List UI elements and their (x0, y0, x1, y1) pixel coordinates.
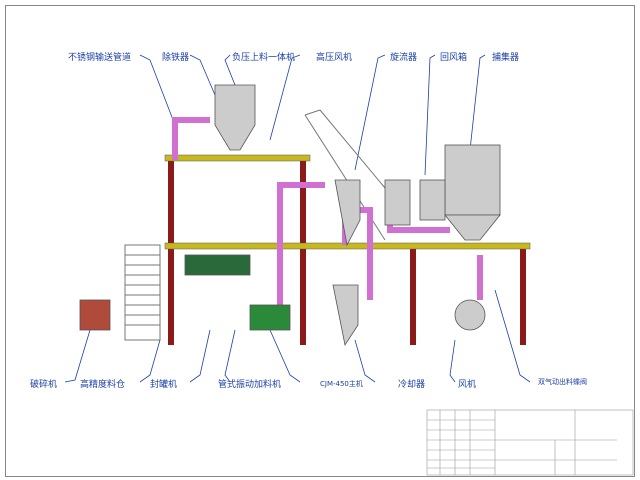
label-collector: 捕集器 (492, 53, 520, 63)
label-high-pressure-fan: 高压风机 (316, 53, 353, 63)
label-cooler: 冷却器 (398, 380, 426, 390)
label-main-machine: CJM-450主机 (320, 380, 363, 388)
frame-columns (168, 155, 526, 345)
label-silo: 高精度料仓 (80, 380, 126, 390)
drawing-border (5, 5, 635, 477)
label-vibrating-feeder: 管式振动加料机 (218, 380, 282, 390)
label-discharge-valve: 双气动出料蝶阀 (538, 378, 587, 386)
label-crusher: 破碎机 (30, 380, 58, 390)
stairs (124, 109, 396, 341)
label-iron-remover: 除铁器 (162, 53, 190, 63)
label-stainless-pipe: 不锈钢输送管道 (68, 53, 132, 63)
label-vacuum-feeder: 负压上料一体机 (232, 53, 296, 63)
label-sealer: 封罐机 (150, 380, 178, 390)
label-cyclone: 旋流器 (390, 53, 418, 63)
leader-lines (64, 54, 531, 383)
label-fan: 风机 (458, 380, 477, 390)
vessels (79, 84, 501, 347)
label-return-air-box: 回风箱 (440, 53, 468, 63)
